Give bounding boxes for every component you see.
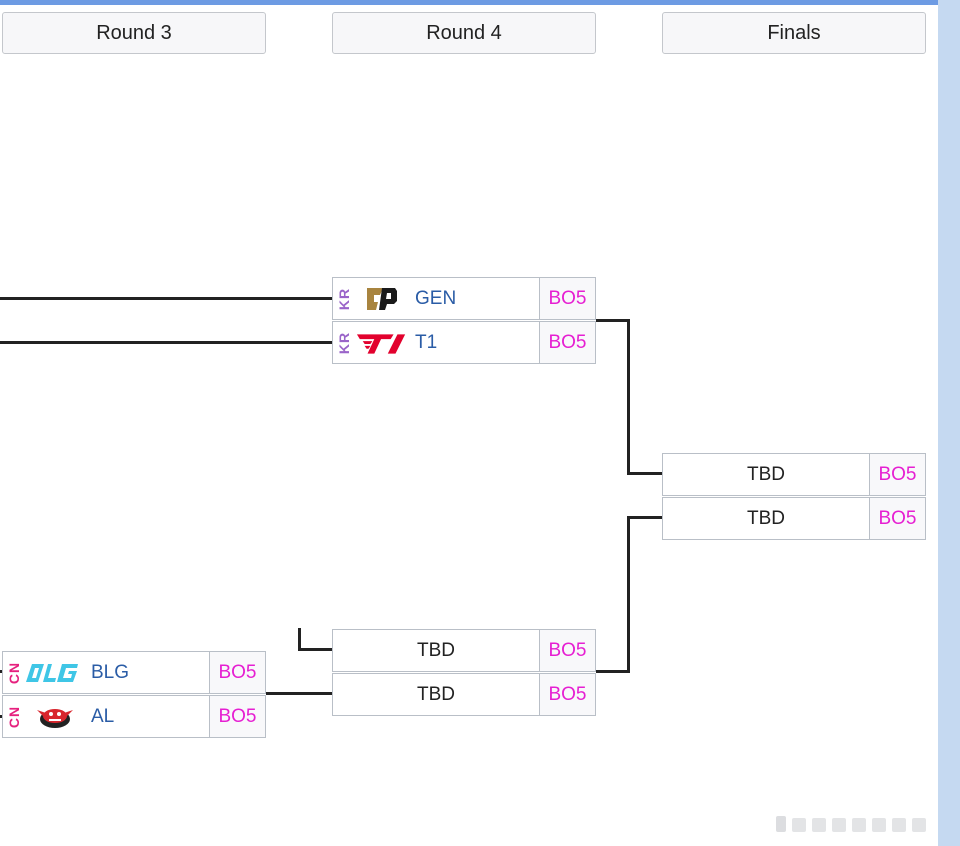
- connector-line: [0, 670, 3, 673]
- connector-line: [266, 692, 333, 695]
- blg-logo-icon: [25, 658, 85, 688]
- connector-line: [627, 516, 630, 673]
- score-cell: BO5: [539, 278, 595, 319]
- team-row-tbd[interactable]: TBD BO5: [662, 497, 926, 540]
- region-badge: CN: [6, 661, 23, 684]
- region-badge: KR: [336, 287, 353, 310]
- team-name: GEN: [415, 287, 457, 309]
- score-cell: BO5: [869, 454, 925, 495]
- team-name: TBD: [747, 463, 785, 485]
- round-4-match-bottom: TBD BO5 TBD BO5: [332, 629, 596, 716]
- round-3-label: Round 3: [96, 21, 172, 44]
- region-badge: KR: [336, 331, 353, 354]
- top-accent-bar: [0, 0, 960, 5]
- connector-line: [627, 319, 630, 475]
- connector-line: [0, 341, 333, 344]
- connector-line: [298, 628, 301, 650]
- round-4-label: Round 4: [426, 21, 502, 44]
- connector-line: [298, 648, 333, 651]
- team-row-tbd[interactable]: TBD BO5: [662, 453, 926, 496]
- finals-header[interactable]: Finals: [662, 12, 926, 54]
- team-name: TBD: [417, 683, 455, 705]
- team-row-blg[interactable]: CN BLG BO5: [2, 651, 266, 694]
- connector-line: [0, 715, 3, 718]
- region-badge: CN: [6, 705, 23, 728]
- team-row-t1[interactable]: KR T1 BO5: [332, 321, 596, 364]
- team-name: TBD: [417, 639, 455, 661]
- score-cell: BO5: [539, 674, 595, 715]
- gen-logo-icon: [355, 284, 409, 314]
- team-row-tbd[interactable]: TBD BO5: [332, 629, 596, 672]
- score-cell: BO5: [209, 696, 265, 737]
- team-row-gen[interactable]: KR GEN BO5: [332, 277, 596, 320]
- round-3-header[interactable]: Round 3: [2, 12, 266, 54]
- score-cell: BO5: [539, 322, 595, 363]
- finals-label: Finals: [767, 21, 821, 44]
- connector-line: [0, 297, 333, 300]
- al-logo-icon: [25, 702, 85, 732]
- round-4-match-top: KR GEN BO5 KR: [332, 277, 596, 364]
- team-name: AL: [91, 705, 115, 727]
- scrollbar-track[interactable]: [938, 0, 960, 846]
- finals-match: TBD BO5 TBD BO5: [662, 453, 926, 540]
- t1-logo-icon: [355, 328, 409, 358]
- team-row-tbd[interactable]: TBD BO5: [332, 673, 596, 716]
- round-4-header[interactable]: Round 4: [332, 12, 596, 54]
- round-3-match-bottom: CN BLG BO5 CN: [2, 651, 266, 738]
- connector-line: [596, 319, 629, 322]
- team-name: T1: [415, 331, 438, 353]
- score-cell: BO5: [209, 652, 265, 693]
- connector-line: [627, 516, 663, 519]
- score-cell: BO5: [539, 630, 595, 671]
- connector-line: [596, 670, 629, 673]
- team-row-al[interactable]: CN AL BO5: [2, 695, 266, 738]
- score-cell: BO5: [869, 498, 925, 539]
- team-name: TBD: [747, 507, 785, 529]
- team-name: BLG: [91, 661, 130, 683]
- watermark: [772, 810, 942, 836]
- connector-line: [627, 472, 663, 475]
